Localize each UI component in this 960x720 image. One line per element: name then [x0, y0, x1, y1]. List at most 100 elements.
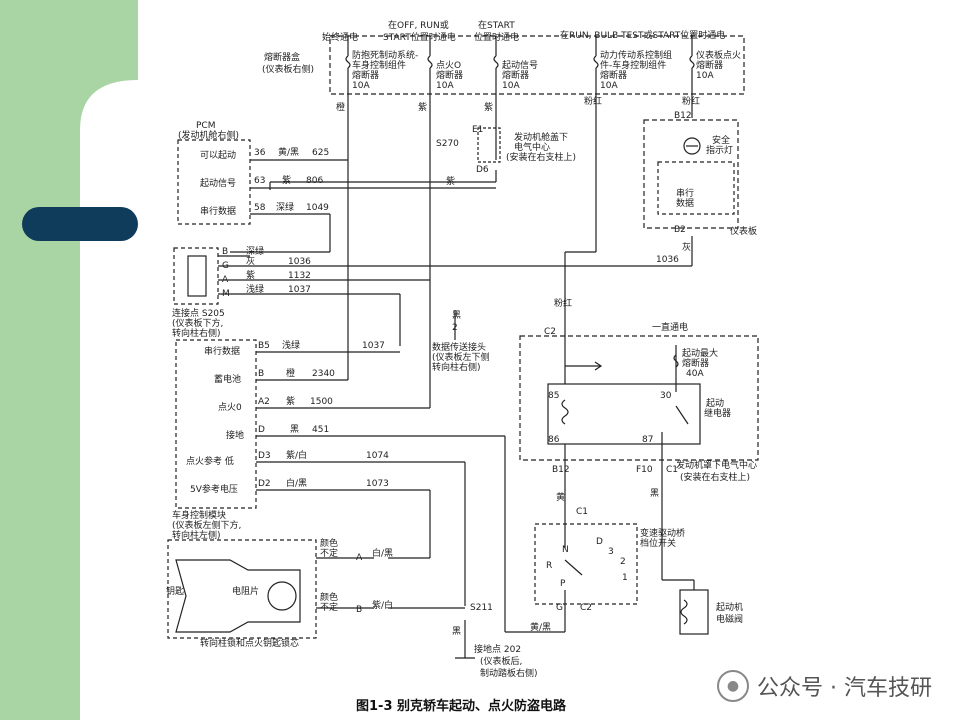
- relay-box-outline: [519, 335, 759, 461]
- key-label: 钥匙: [166, 585, 184, 597]
- cluster-lamp: 安全: [712, 134, 730, 146]
- underhood-l1: 发动机舱盖下: [514, 131, 568, 143]
- bcm-row-1-color: 浅绿: [282, 339, 300, 351]
- splice-row-1-pin: B: [222, 247, 228, 257]
- cluster-b2: B2: [674, 225, 686, 235]
- bcm-row-4-pin: D: [258, 425, 265, 435]
- pcm-box: [177, 139, 251, 225]
- relay-fuse-2: 熔断器: [682, 357, 709, 369]
- key-color-a2: 不定: [320, 547, 338, 559]
- watermark: ● 公众号 · 汽车技研: [717, 670, 932, 702]
- fuse-3-l2: 熔断器: [502, 69, 529, 81]
- fuse-1-l4: 10A: [352, 81, 370, 91]
- splice-label-3: 转向柱右侧): [172, 327, 221, 339]
- label-start-only-2: 位置时通电: [474, 31, 519, 43]
- slide-navy-tab: [22, 207, 138, 241]
- splice-label-2: (仪表板下方,: [172, 317, 223, 329]
- bcm-sub2: 转向柱左侧): [172, 529, 221, 541]
- key-color-b: 颜色: [320, 591, 338, 603]
- pcm-row-1-circuit: 625: [312, 148, 329, 158]
- bcm-row-1-circuit: 1037: [362, 341, 385, 351]
- fuse-box-label-2: (仪表板右侧): [262, 63, 314, 75]
- relay-c2: C2: [544, 327, 556, 337]
- wechat-icon: ●: [717, 670, 750, 702]
- cluster-wire-out: 灰: [682, 241, 691, 253]
- watermark-text: 公众号 · 汽车技研: [757, 676, 932, 701]
- bcm-row-6-color: 白/黑: [286, 477, 307, 489]
- relay-pin-87: 87: [642, 435, 653, 445]
- bcm-row-5-pin: D3: [258, 451, 271, 461]
- relay-always-on: 一直通电: [652, 321, 688, 333]
- fuse-4-l3: 熔断器: [600, 69, 627, 81]
- pcm-row-3-circuit: 1049: [306, 203, 329, 213]
- splice-label: 连接点 S205: [172, 307, 225, 319]
- pcm-row-2-label: 起动信号: [200, 177, 236, 189]
- bcm-row-5-circuit: 1074: [366, 451, 389, 461]
- splice-row-3-circuit: 1132: [288, 271, 311, 281]
- dlc-pin: 2: [452, 323, 458, 333]
- fuse-symbol-2: [427, 55, 433, 69]
- fuse-symbol-1: [345, 55, 351, 69]
- fuse-2-l1: 点火O: [436, 60, 461, 71]
- bcm-row-6-pin: D2: [258, 479, 271, 489]
- splice-row-2-circuit: 1036: [288, 257, 311, 267]
- fuse-symbol-5: [689, 55, 695, 69]
- fuse-symbol-4: [593, 55, 599, 69]
- relay-name-2: 继电器: [704, 407, 731, 419]
- splice-row-3-color: 紫: [246, 270, 255, 281]
- bcm-row-3-color: 紫: [286, 396, 295, 407]
- range-pos-d: D: [596, 537, 603, 547]
- wire-orange-label: 橙: [336, 101, 345, 113]
- key-pin-a: A: [356, 553, 363, 563]
- figure-caption: 图1-3 别克轿车起动、点火防盗电路: [356, 699, 567, 714]
- cluster-serial-2: 数据: [676, 197, 694, 209]
- ground-l2: (仪表板后,: [480, 655, 522, 667]
- wire-purple-label-2: 紫: [484, 102, 493, 113]
- range-pos-1: 1: [622, 573, 628, 583]
- range-pos-3: 3: [608, 547, 614, 557]
- fuse-1-l3: 熔断器: [352, 69, 379, 81]
- bcm-row-3-pin: A2: [258, 397, 270, 407]
- relay-name: 起动: [706, 398, 724, 409]
- wire-black-label: 黑: [650, 488, 659, 499]
- range-switch-l2: 档位开关: [640, 537, 676, 549]
- relay-pin-30: 30: [660, 391, 672, 401]
- cluster-b12: B12: [674, 111, 692, 121]
- relay-pin-85: 85: [548, 391, 559, 401]
- wire-1036-label: 1036: [656, 255, 679, 265]
- splice-s270: S270: [436, 139, 459, 149]
- bcm-row-3-circuit: 1500: [310, 397, 333, 407]
- label-start-only: 在START: [478, 19, 515, 31]
- fuse-1-l2: 车身控制组件: [352, 59, 406, 71]
- fuse-5-l1: 仪表板点火: [696, 49, 741, 61]
- bcm-row-6-circuit: 1073: [366, 479, 389, 489]
- splice-s211: S211: [470, 603, 493, 613]
- fuse-box-label: 熔断器盒: [264, 51, 300, 63]
- pcm-row-2-pin: 63: [254, 176, 265, 186]
- pcm-row-3-label: 串行数据: [200, 205, 236, 217]
- bcm-sub1: (仪表板左侧下方,: [172, 519, 241, 531]
- splice-row-4-circuit: 1037: [288, 285, 311, 295]
- pcm-row-3-pin: 58: [254, 203, 266, 213]
- range-pos-2: 2: [620, 557, 626, 567]
- key-wire-a: 白/黑: [372, 547, 393, 559]
- fuse-1-l1: 防抱死制动系统-: [352, 49, 418, 61]
- range-c2: C2: [580, 603, 592, 613]
- wire-pink-label: 粉红: [584, 95, 602, 107]
- relay-f10: F10: [636, 465, 653, 475]
- range-g: G: [556, 603, 563, 613]
- underhood-l3: (安装在右支柱上): [506, 151, 576, 163]
- bcm-row-4-label: 接地: [226, 429, 244, 441]
- fuse-5-l2: 熔断器: [696, 59, 723, 71]
- pcm-row-1-color: 黄/黑: [278, 146, 299, 158]
- wire-pink-label-2: 粉红: [554, 297, 572, 309]
- bcm-row-4-circuit: 451: [312, 425, 329, 435]
- relay-pin-86: 86: [548, 435, 560, 445]
- ground-l3: 制动踏板右侧): [480, 667, 538, 679]
- label-off-run-start-2: START位置时通电: [383, 31, 456, 43]
- fuse-4-l4: 10A: [600, 81, 618, 91]
- fuse-4-l1: 动力传动系控制组: [600, 49, 672, 61]
- splice-s205-box: [173, 247, 219, 305]
- key-pin-b: B: [356, 605, 362, 615]
- ignition-key-outline: [175, 559, 301, 633]
